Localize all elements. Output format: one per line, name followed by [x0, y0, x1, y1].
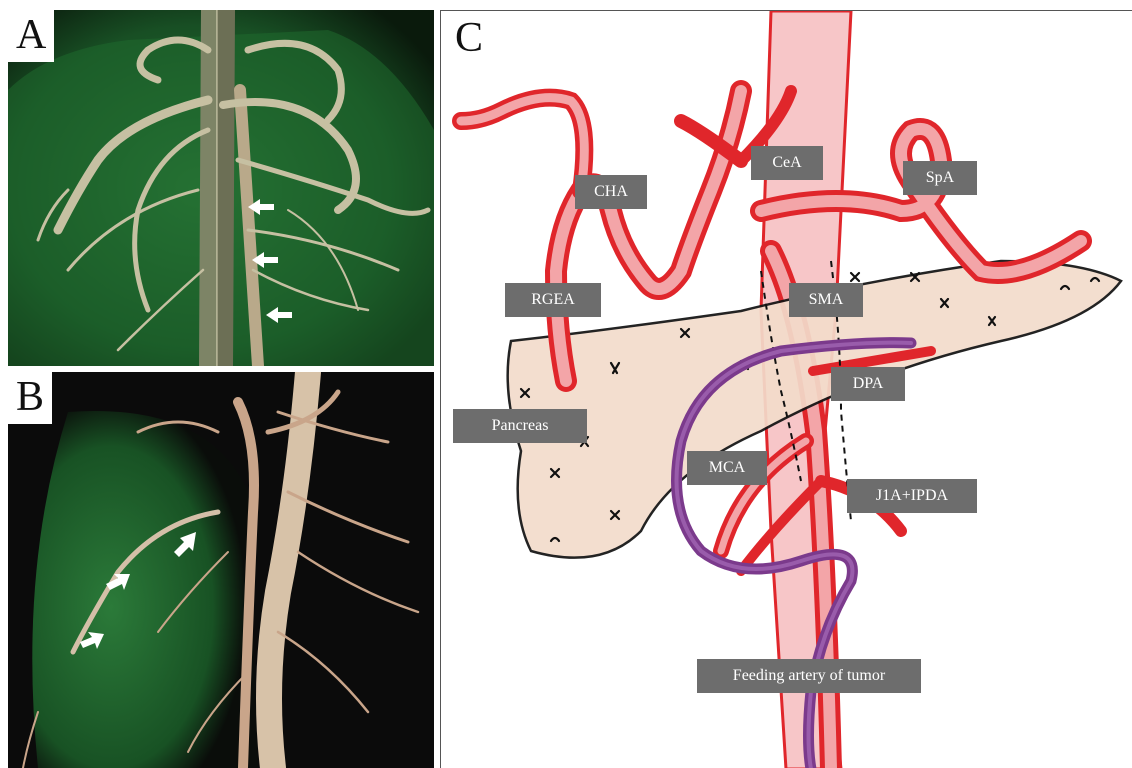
label-cea: CeA: [751, 146, 823, 180]
label-feeding-artery: Feeding artery of tumor: [697, 659, 921, 693]
panel-label-a: A: [8, 10, 54, 62]
label-rgea: RGEA: [505, 283, 601, 317]
panel-c-schematic: C CeA CHA SpA RGEA SMA DPA Pancreas MCA …: [440, 10, 1132, 768]
panel-label-b: B: [8, 372, 52, 424]
label-dpa: DPA: [831, 367, 905, 401]
label-j1a-ipda: J1A+IPDA: [847, 479, 977, 513]
label-cha: CHA: [575, 175, 647, 209]
liver-background: [32, 411, 258, 768]
ct-render-b: [8, 372, 434, 768]
schematic-drawing: [441, 11, 1132, 768]
panel-a-ct-image: A: [8, 10, 434, 366]
label-sma: SMA: [789, 283, 863, 317]
label-spa: SpA: [903, 161, 977, 195]
ct-render-a: [8, 10, 434, 366]
panel-label-c: C: [441, 11, 497, 65]
label-mca: MCA: [687, 451, 767, 485]
label-pancreas: Pancreas: [453, 409, 587, 443]
panel-b-ct-image: B: [8, 372, 434, 768]
